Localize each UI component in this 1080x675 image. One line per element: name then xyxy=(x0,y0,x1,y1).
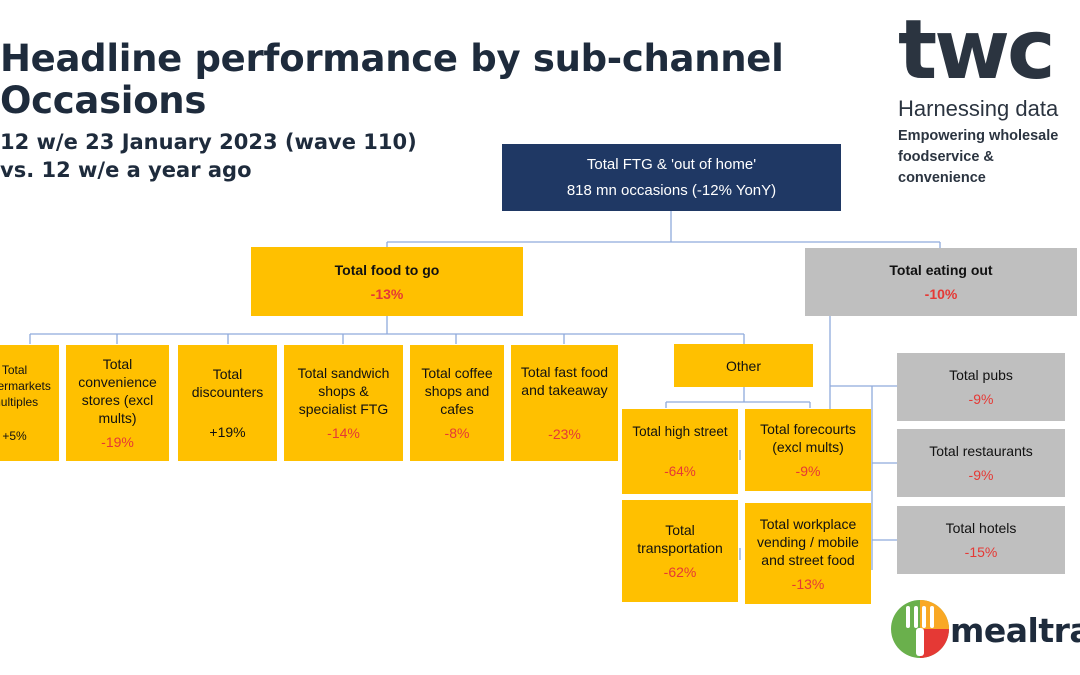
node-transportation: Total transportation -62% xyxy=(622,500,738,602)
twc-logo: twc xyxy=(898,3,1056,98)
page-title: Headline performance by sub-channel Occa… xyxy=(0,37,784,122)
page-subtitle: 12 w/e 23 January 2023 (wave 110) vs. 12… xyxy=(0,130,417,182)
node-hotels: Total hotels -15% xyxy=(897,506,1065,574)
node-restaurants: Total restaurants -9% xyxy=(897,429,1065,497)
node-fast-food: Total fast food and takeaway -23% xyxy=(511,345,618,461)
node-high-street: Total high street -64% xyxy=(622,409,738,494)
node-workplace: Total workplace vending / mobile and str… xyxy=(745,503,871,604)
node-coffee-shops: Total coffee shops and cafes -8% xyxy=(410,345,504,461)
twc-description: Empowering wholesale foodservice & conve… xyxy=(898,128,1059,186)
node-total-ftg: Total FTG & 'out of home' 818 mn occasio… xyxy=(502,144,841,211)
connector-other xyxy=(665,387,811,560)
connector-food-to-go xyxy=(29,316,745,344)
mealtrak-wordmark: mealtrak xyxy=(950,611,1080,650)
node-eating-out: Total eating out -10% xyxy=(805,248,1077,316)
node-pubs: Total pubs -9% xyxy=(897,353,1065,421)
node-sandwich-shops: Total sandwich shops & specialist FTG -1… xyxy=(284,345,403,461)
connector-root xyxy=(386,211,941,248)
connector-eating-out xyxy=(829,316,897,570)
node-supermarkets: Total supermarkets multiples +5% xyxy=(0,345,59,461)
node-convenience: Total convenience stores (excl mults) -1… xyxy=(66,345,169,461)
node-discounters: Total discounters +19% xyxy=(178,345,277,461)
mealtrak-logo-icon xyxy=(891,600,949,658)
node-food-to-go: Total food to go -13% xyxy=(251,247,523,316)
twc-tagline: Harnessing data xyxy=(898,96,1059,121)
node-forecourts: Total forecourts (excl mults) -9% xyxy=(745,409,871,491)
node-other: Other xyxy=(674,344,813,387)
